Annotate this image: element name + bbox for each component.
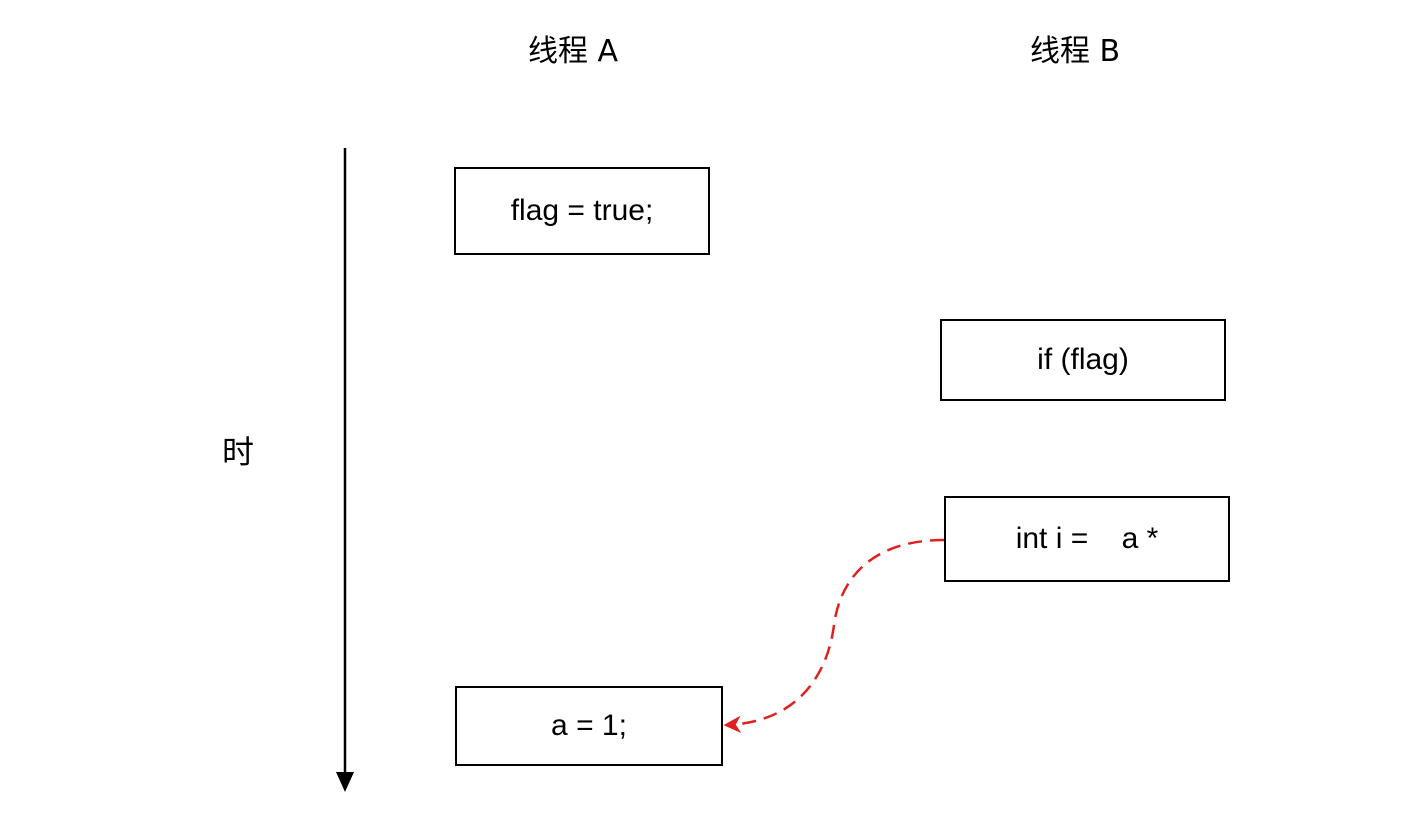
thread-b-header: 线程 B [1030, 34, 1121, 69]
dependency-arrow [723, 538, 945, 734]
thread-a-step-flag-assign: flag = true; [454, 167, 710, 255]
time-axis-arrowhead [336, 772, 354, 792]
time-axis-label: 时 [222, 433, 255, 471]
thread-a-step-a-assign: a = 1; [455, 686, 723, 766]
thread-a-header: 线程 A [528, 34, 619, 69]
thread-b-step-int-assign: int i = a * [944, 496, 1230, 582]
thread-b-step-if-check: if (flag) [940, 319, 1226, 401]
